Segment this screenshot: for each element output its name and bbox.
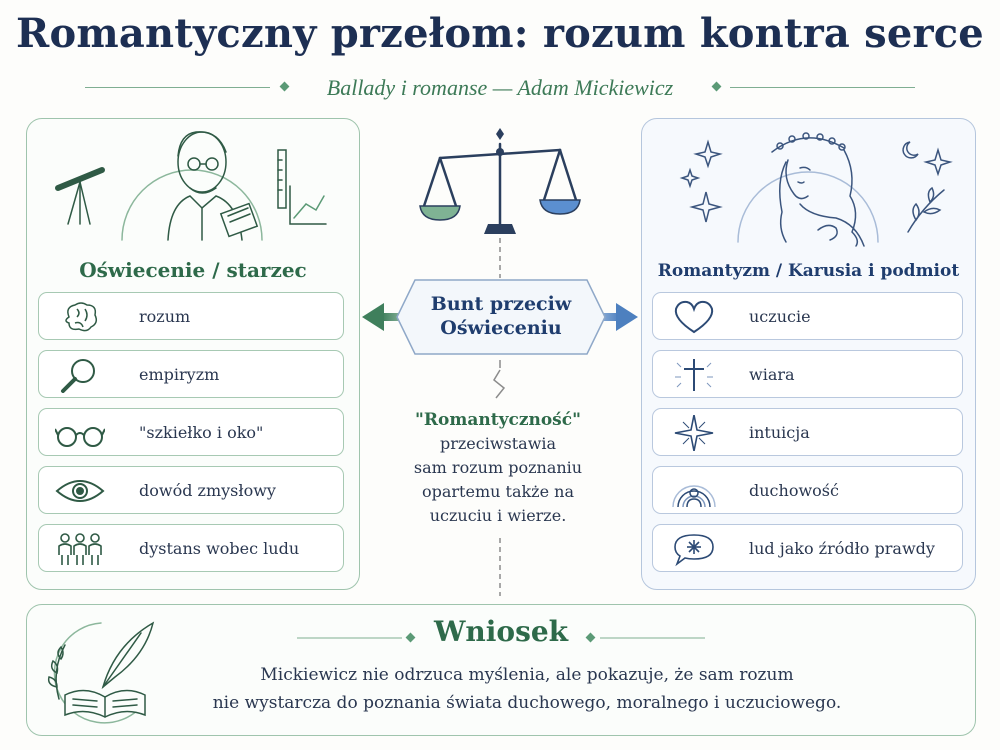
list-item: uczucie	[652, 292, 963, 340]
conclusion-line: Mickiewicz nie odrzuca myślenia, ale pok…	[260, 665, 794, 685]
quote-line: przeciwstawia	[439, 434, 557, 453]
quote-block: "Romantyczność" przeciwstawia sam rozum …	[392, 408, 604, 528]
conclusion-panel: Wniosek Mickiewicz nie odrzuca myślenia,…	[26, 604, 976, 736]
magnifier-icon	[61, 359, 95, 393]
eye-icon	[55, 480, 105, 502]
conclusion-title: Wniosek	[433, 615, 569, 648]
list-item: "szkiełko i oko"	[38, 408, 344, 456]
item-label: duchowość	[749, 481, 839, 500]
item-label: rozum	[139, 307, 191, 326]
quote-line: uczuciu i wierze.	[429, 506, 567, 525]
item-label: lud jako źródło prawdy	[749, 539, 935, 558]
scholar-illustration-icon	[55, 131, 327, 241]
romanticism-heading: Romantyzm / Karusia i podmiot	[657, 261, 960, 281]
quote-title: "Romantyczność"	[415, 410, 581, 430]
enlightenment-heading: Oświecenie / starzec	[79, 258, 307, 282]
speech-bubble-icon	[674, 534, 714, 567]
item-label: "szkiełko i oko"	[139, 423, 264, 442]
conclusion-text: Mickiewicz nie odrzuca myślenia, ale pok…	[177, 661, 877, 717]
list-item: empiryzm	[38, 350, 344, 398]
people-icon	[58, 533, 102, 565]
star-icon	[674, 415, 714, 451]
quote-line: sam rozum poznaniu	[413, 458, 583, 477]
karusia-illustration-icon	[679, 132, 953, 247]
item-label: wiara	[749, 365, 795, 384]
revolt-label-box: Bunt przeciw Oświeceniu	[395, 278, 607, 356]
center-dashed-line	[493, 238, 506, 596]
cross-icon	[675, 359, 713, 391]
item-label: dowód zmysłowy	[139, 481, 276, 500]
scales-icon	[419, 128, 581, 234]
revolt-label-line: Oświeceniu	[440, 317, 562, 339]
spirit-icon	[672, 485, 716, 508]
subtitle: Ballady i romanse — Adam Mickiewicz	[326, 75, 674, 100]
item-label: uczucie	[749, 307, 811, 326]
divider-left	[85, 87, 270, 88]
brain-icon	[65, 302, 98, 332]
list-item: intuicja	[652, 408, 963, 456]
list-item: lud jako źródło prawdy	[652, 524, 963, 572]
item-label: empiryzm	[139, 365, 220, 384]
arrow-right-icon	[616, 303, 638, 331]
arrow-left-icon	[362, 303, 384, 331]
hexagon-frame	[396, 279, 606, 355]
revolt-label: Bunt przeciw Oświeceniu	[395, 292, 607, 340]
revolt-label-line: Bunt przeciw	[430, 293, 572, 315]
page-title: Romantyczny przełom: rozum kontra serce	[16, 10, 984, 57]
heart-icon	[674, 300, 714, 334]
glasses-icon	[55, 427, 105, 447]
list-item: rozum	[38, 292, 344, 340]
subtitle-row: Ballady i romanse — Adam Mickiewicz	[85, 72, 915, 102]
list-item: dystans wobec ludu	[38, 524, 344, 572]
divider-right	[730, 87, 915, 88]
item-label: intuicja	[749, 423, 810, 442]
item-label: dystans wobec ludu	[139, 539, 300, 558]
title-ornament	[297, 632, 705, 643]
quote-line: opartemu także na	[421, 482, 574, 501]
list-item: wiara	[652, 350, 963, 398]
list-item: dowód zmysłowy	[38, 466, 344, 514]
book-quill-icon	[47, 621, 155, 724]
conclusion-line: nie wystarcza do poznania świata duchowe…	[212, 693, 842, 713]
list-item: duchowość	[652, 466, 963, 514]
